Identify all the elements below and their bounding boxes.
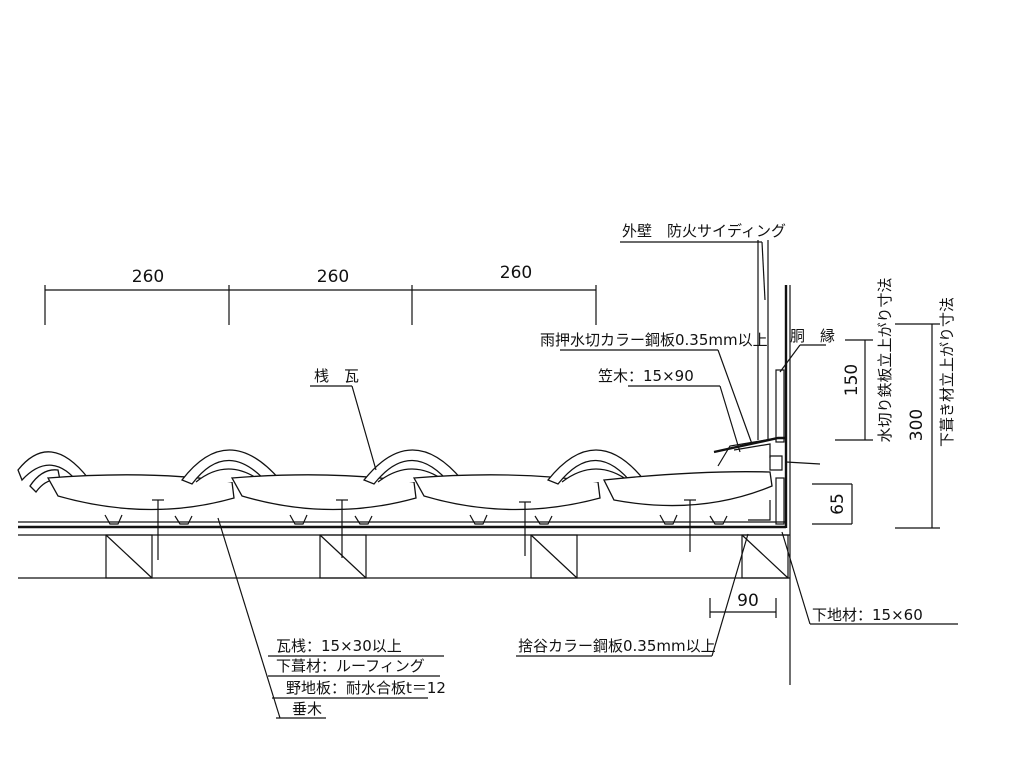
labels: 外壁 防火サイディング 雨押水切カラー鋼板0.35mm以上 胴 縁 笠木：15×… (276, 222, 923, 718)
flashing-rise-caption: 水切り鉄板立上がり寸法 (876, 277, 894, 442)
wall-assembly (713, 240, 821, 685)
bottom-offset-dim: 65 (828, 493, 848, 515)
label-kasagi: 笠木：15×90 (598, 367, 694, 385)
label-rain-flashing: 雨押水切カラー鋼板0.35mm以上 (540, 331, 768, 349)
rise-dimensions: 150 水切り鉄板立上がり寸法 300 下葺き材立上がり寸法 65 (812, 277, 956, 529)
flashing-rise-dim: 150 (842, 364, 862, 396)
label-underlay: 下葺材：ルーフィング (276, 657, 425, 675)
underlay-rise-dim: 300 (907, 409, 927, 441)
label-sheathing: 野地板：耐水合板t＝12 (286, 679, 446, 697)
label-sutetani: 捨谷カラー鋼板0.35mm以上 (518, 637, 716, 655)
label-exterior-wall: 外壁 防火サイディング (622, 222, 786, 240)
label-trim: 胴 縁 (790, 327, 835, 345)
pitch-dim-3: 260 (500, 263, 532, 283)
pitch-dimension: 260 260 260 (44, 263, 597, 325)
roof-tiles (17, 449, 773, 560)
horizontal-offset-dim: 90 (737, 591, 759, 611)
label-rafter: 垂木 (292, 700, 322, 718)
pitch-dim-1: 260 (132, 267, 164, 287)
leader-lines (217, 241, 958, 719)
label-base-material: 下地材：15×60 (812, 606, 923, 624)
label-batten: 瓦桟：15×30以上 (276, 637, 402, 655)
pitch-dim-2: 260 (317, 267, 349, 287)
horizontal-offset-dimension: 90 (709, 591, 777, 618)
roof-deck (18, 521, 790, 579)
rafter-blocks (105, 534, 789, 579)
underlay-rise-caption: 下葺き材立上がり寸法 (938, 297, 956, 447)
label-tile: 桟 瓦 (314, 367, 359, 385)
